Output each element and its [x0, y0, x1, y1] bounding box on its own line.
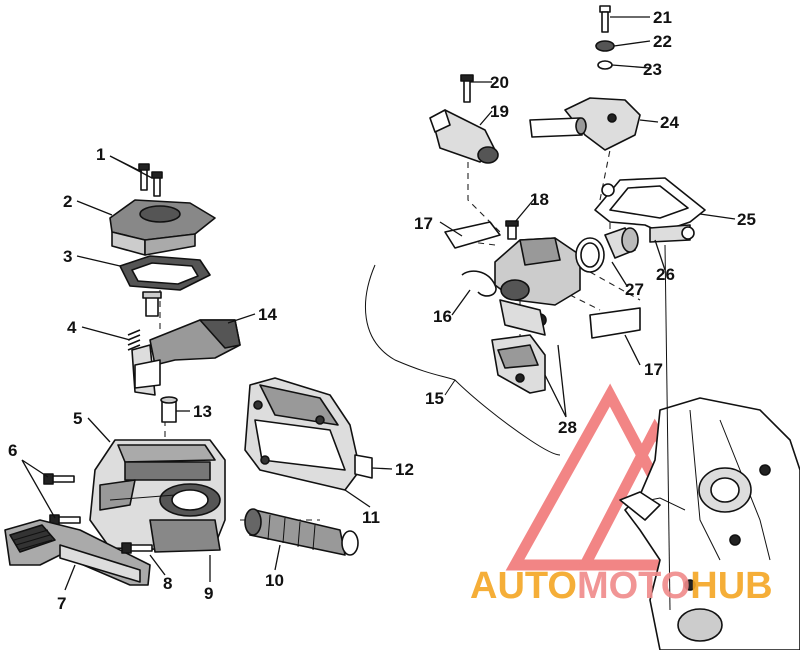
part-27-piston [575, 227, 639, 273]
part-24-mount [529, 97, 641, 151]
part-13-pin [160, 396, 178, 423]
callout-labels: 1 2 3 4 5 6 7 8 9 10 11 12 13 14 15 16 1… [8, 8, 756, 613]
callout-7: 7 [57, 594, 66, 613]
watermark-auto: AUTO [470, 565, 577, 607]
part-21-bolt [599, 5, 611, 33]
part-11-housing-cover [244, 377, 361, 491]
callout-26: 26 [656, 265, 675, 284]
part-18-bleeder [505, 220, 519, 240]
part-14-lever-arm [131, 319, 241, 396]
callout-24: 24 [660, 113, 679, 132]
part-23-washer [597, 60, 613, 70]
part-6-screws [43, 473, 81, 526]
piston-boot [142, 291, 162, 317]
svg-text:AUTOMOTOHUB: AUTOMOTOHUB [470, 565, 773, 607]
part-2-cap [109, 199, 216, 256]
crankcase-housing [619, 397, 800, 650]
watermark-text: AUTOMOTOHUB [470, 565, 773, 607]
callout-20: 20 [490, 73, 509, 92]
callout-12: 12 [395, 460, 414, 479]
callout-19: 19 [490, 102, 509, 121]
callout-27: 27 [625, 280, 644, 299]
callout-11: 11 [362, 508, 380, 527]
part-1-screws [138, 163, 163, 197]
callout-23: 23 [643, 60, 662, 79]
callout-2: 2 [63, 192, 72, 211]
callout-28: 28 [558, 418, 577, 437]
part-25-bracket [594, 177, 706, 243]
callout-14: 14 [258, 305, 277, 324]
callout-9: 9 [204, 584, 213, 603]
leader-lines [21, 16, 736, 591]
watermark-hub: HUB [690, 565, 772, 607]
callout-5: 5 [73, 409, 82, 428]
caliper-body [494, 237, 581, 336]
part-7-brake-lever [4, 519, 151, 586]
callout-22: 22 [653, 32, 672, 51]
callout-4: 4 [67, 318, 77, 337]
callout-25: 25 [737, 210, 756, 229]
callout-15: 15 [425, 389, 444, 408]
callout-18: 18 [530, 190, 549, 209]
part-8-screw [121, 542, 153, 554]
part-22-washer [595, 40, 615, 52]
part-17-shims [444, 221, 641, 339]
callout-6: 6 [8, 441, 17, 460]
part-5-master-cylinder-body [89, 439, 226, 553]
part-3-diaphragm [119, 255, 211, 291]
callout-16: 16 [433, 307, 452, 326]
callout-3: 3 [63, 247, 72, 266]
part-28-pads [491, 334, 546, 394]
part-12-tab [354, 454, 373, 479]
part-19-banjo [429, 109, 499, 164]
callout-8: 8 [163, 574, 172, 593]
part-16-clip [461, 270, 497, 297]
callout-21: 21 [653, 8, 672, 27]
callout-17-bottom: 17 [644, 360, 663, 379]
part-20-bolt [460, 74, 474, 103]
callout-17-top: 17 [414, 214, 433, 233]
callout-1: 1 [96, 145, 105, 164]
watermark-moto: MOTO [577, 565, 690, 607]
part-4-spring [127, 329, 141, 351]
callout-13: 13 [193, 402, 212, 421]
part-10-roller [244, 508, 359, 556]
callout-10: 10 [265, 571, 284, 590]
